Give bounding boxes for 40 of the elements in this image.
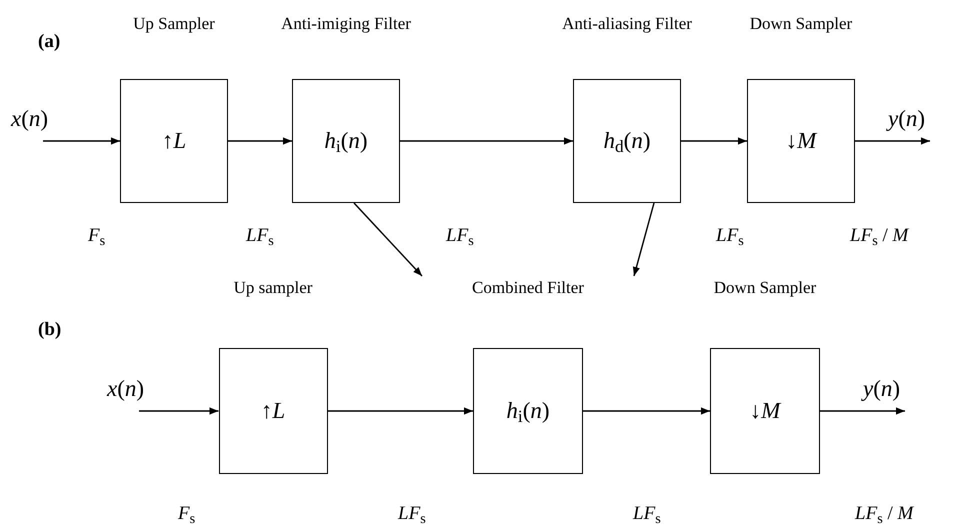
signal-label: y(n) [863,377,900,400]
arrow [43,137,120,145]
arrow [681,137,747,145]
block-title: Anti-aliasing Filter [562,13,692,35]
process-box: ↓M [747,79,855,203]
panel-label: (b) [38,318,62,342]
sample-rate-label: LF$_{s}$ [633,502,661,527]
sample-rate-label: LF$_{s}$ [398,502,426,527]
arrow [400,137,573,145]
sample-rate-label: LF$_{s}$ [446,224,474,250]
block-title: Up sampler [234,277,312,299]
arrow [353,202,423,276]
arrow [820,407,905,415]
sample-rate-label: F$_{s}$ [178,502,196,527]
sample-rate-label: LF$_{s}$ / M [850,224,908,250]
process-box: h$_{d}$(n) [573,79,681,203]
sample-rate-label: LF$_{s}$ [716,224,744,250]
arrow [632,202,655,276]
process-box: ↓M [710,348,820,474]
sample-rate-label: LF$_{s}$ [246,224,274,250]
process-box: ↑L [120,79,228,203]
signal-label: y(n) [888,107,926,130]
arrow [228,137,292,145]
arrow [583,407,710,415]
block-title: Combined Filter [472,277,584,299]
block-title: Down Sampler [714,277,816,299]
block-title: Anti-imiging Filter [281,13,411,35]
process-box: ↑L [218,348,328,474]
process-box: h$_{i}$(n) [292,79,400,203]
block-title: Down Sampler [750,13,852,35]
signal-label: x(n) [11,107,48,130]
signal-label: x(n) [107,377,144,400]
arrow [139,407,218,415]
arrow [855,137,930,145]
panel-label: (a) [38,30,60,54]
block-title: Up Sampler [133,13,215,35]
sample-rate-label: F$_{s}$ [88,224,106,250]
arrow [328,407,473,415]
sample-rate-label: LF$_{s}$ / M [855,502,914,527]
process-box: h$_{i}$(n) [473,348,583,474]
